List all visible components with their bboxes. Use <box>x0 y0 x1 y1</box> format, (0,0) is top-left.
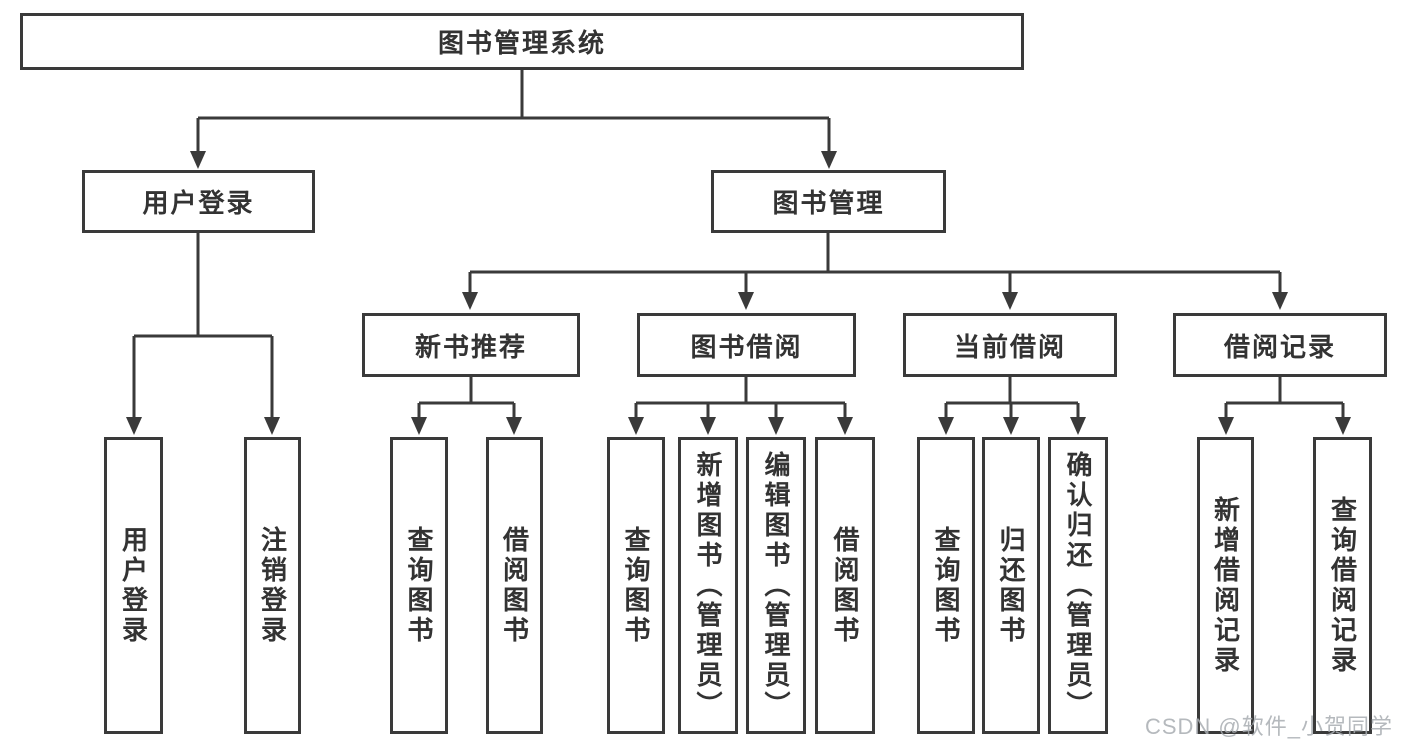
node-new-book-recommend: 新书推荐 <box>362 313 580 377</box>
leaf-confirm-return-admin: 确认归还（管理员） <box>1048 437 1108 734</box>
node-current-borrowing: 当前借阅 <box>903 313 1117 377</box>
node-book-borrowing: 图书借阅 <box>637 313 856 377</box>
leaf-user-login: 用户登录 <box>104 437 163 734</box>
leaf-query-books-recommend: 查询图书 <box>390 437 448 734</box>
leaf-return-books: 归还图书 <box>982 437 1040 734</box>
leaf-query-books-borrowing: 查询图书 <box>607 437 665 734</box>
node-user-login: 用户登录 <box>82 170 315 233</box>
node-root-system: 图书管理系统 <box>20 13 1024 70</box>
leaf-borrow-books-recommend: 借阅图书 <box>486 437 543 734</box>
leaf-logout: 注销登录 <box>244 437 301 734</box>
leaf-query-books-current: 查询图书 <box>917 437 975 734</box>
leaf-borrow-books-borrowing: 借阅图书 <box>815 437 875 734</box>
node-book-management: 图书管理 <box>711 170 946 233</box>
leaf-add-book-admin: 新增图书（管理员） <box>678 437 738 734</box>
leaf-edit-book-admin: 编辑图书（管理员） <box>746 437 806 734</box>
arrowhead-icons <box>126 151 1351 435</box>
leaf-query-borrow-record: 查询借阅记录 <box>1313 437 1372 734</box>
node-borrowing-records: 借阅记录 <box>1173 313 1387 377</box>
csdn-watermark: CSDN @软件_小贺同学 <box>1144 714 1393 739</box>
leaf-add-borrow-record: 新增借阅记录 <box>1197 437 1254 734</box>
